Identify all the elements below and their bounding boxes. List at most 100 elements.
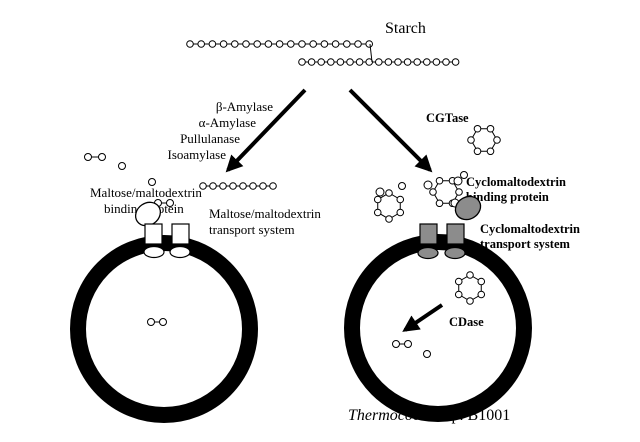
glucose-unit [84, 153, 92, 161]
glucose-unit [373, 208, 382, 217]
cyclo-binding-protein-label: binding protein [466, 190, 549, 204]
transport-system-label: transport system [209, 222, 295, 237]
transport-system-label: Maltose/maltodextrin [209, 206, 321, 221]
transporter-channel [171, 223, 190, 245]
glucose-unit [423, 350, 431, 358]
starch-label: Starch [385, 20, 426, 37]
cdase-arrow [402, 303, 444, 332]
glucose-unit [197, 40, 205, 48]
cgtase-arrow [348, 88, 433, 173]
glucose-unit [373, 195, 382, 204]
glucose-unit [454, 290, 463, 299]
atpase-subunit [143, 245, 165, 259]
glucose-unit [423, 180, 433, 190]
glucose-unit [148, 178, 156, 186]
glucose-unit [320, 40, 329, 48]
binding-protein-label: Maltose/maltodextrin [90, 185, 202, 200]
glucose-unit [186, 40, 194, 48]
glucose-unit [298, 58, 306, 66]
cyclodextrin-molecules [373, 124, 501, 305]
glucose-unit [209, 182, 217, 190]
starch-molecule [186, 40, 460, 66]
glucose-unit [460, 171, 468, 179]
glucose-unit [392, 340, 400, 348]
glucose-unit [208, 40, 217, 48]
glucose-unit [259, 182, 267, 190]
transporter-channel [144, 223, 163, 245]
glucose-unit [317, 58, 326, 66]
glucose-unit [242, 40, 250, 48]
glucose-unit [331, 40, 340, 48]
maltodextrin-molecules [84, 153, 277, 207]
glucose-unit [385, 189, 393, 197]
glucose-unit [473, 124, 482, 133]
glucose-unit [365, 40, 374, 48]
atpase-subunit [169, 245, 191, 259]
glucose-unit [199, 182, 207, 190]
glucose-unit [307, 58, 316, 66]
glucose-unit [466, 297, 474, 305]
cell-membrane [70, 235, 258, 423]
glucose-unit [287, 40, 295, 48]
organism-strain: sp. B1001 [441, 407, 510, 424]
hydrolysis-arrow [225, 88, 307, 173]
glucose-unit [486, 147, 495, 156]
glucose-unit [466, 271, 474, 279]
cyclo-binding-protein [454, 195, 482, 221]
enzyme-label: Pullulanase [180, 131, 240, 146]
enzyme-label: β-Amylase [216, 99, 273, 114]
right-cell [344, 195, 532, 422]
cyclodextrin-ring [458, 274, 482, 302]
glucose-unit [454, 277, 463, 286]
glucose-unit [147, 318, 155, 326]
atpase-subunit [417, 246, 439, 260]
transporter-channel [419, 223, 438, 245]
glucose-unit [394, 58, 402, 66]
glucose-unit [365, 58, 374, 66]
cyclodextrin-ring [377, 192, 401, 220]
glucose-unit [269, 182, 277, 190]
glucose-unit [477, 290, 486, 299]
glucose-unit [477, 277, 486, 286]
cyclodextrin-ring [470, 128, 498, 152]
glucose-unit [423, 58, 431, 66]
glucose-unit [336, 58, 345, 66]
glucose-unit [455, 188, 463, 196]
glucose-unit [453, 176, 463, 186]
cyclo-transport-label: Cyclomaltodextrin [480, 222, 580, 236]
glucose-unit [451, 58, 460, 66]
glucose-unit [442, 58, 450, 66]
branch-bond [369, 43, 373, 63]
glucose-unit [493, 136, 501, 144]
glucose-unit [486, 124, 495, 133]
glucose-unit [275, 40, 284, 48]
glucose-unit [385, 215, 393, 223]
glucose-unit [435, 176, 444, 185]
glucose-unit [435, 199, 444, 208]
glucose-unit [309, 40, 318, 48]
cyclo-binding-protein-label: Cyclomaltodextrin [466, 175, 566, 189]
maltose-binding-protein [134, 201, 162, 227]
cyclo-transport-label: transport system [480, 237, 571, 251]
glucose-unit [253, 40, 262, 48]
enzyme-label: α-Amylase [199, 115, 257, 130]
transporter-channel [446, 223, 465, 245]
glucose-unit [404, 340, 412, 348]
glucose-unit [384, 58, 393, 66]
glucose-unit [219, 40, 228, 48]
glucose-unit [432, 58, 441, 66]
glucose-unit [355, 58, 364, 66]
glucose-unit [229, 182, 237, 190]
left-cell [70, 201, 258, 423]
glucose-unit [219, 182, 227, 190]
organism-genus: Thermococcus [348, 407, 441, 424]
glucose-unit [239, 182, 247, 190]
cdase-label: CDase [449, 315, 484, 329]
cgtase-label: CGTase [426, 111, 469, 125]
glucose-unit [403, 58, 412, 66]
glucose-unit [159, 318, 167, 326]
glucose-unit [473, 147, 482, 156]
enzyme-label: Isoamylase [168, 147, 227, 162]
